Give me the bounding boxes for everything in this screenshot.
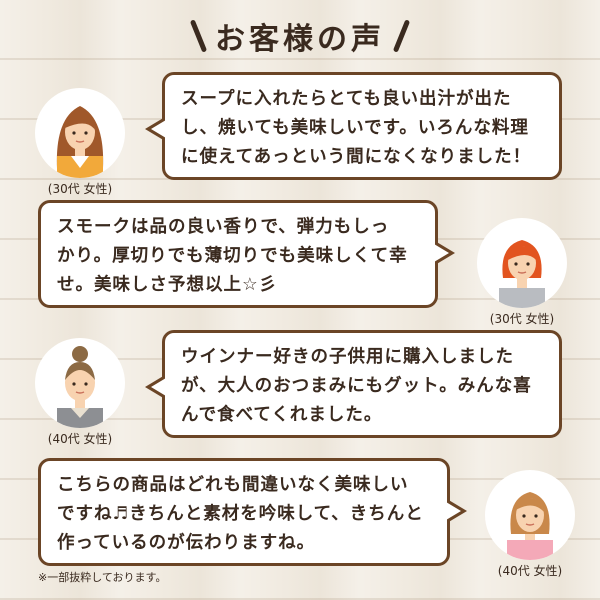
reviewer-4-avatar [485, 470, 575, 560]
footnote: ※一部抜粋しております。 [38, 571, 167, 584]
testimonial-4-line-3: 作っているのが伝わりますね。 [57, 533, 316, 553]
page-title: お客様の声 [0, 14, 600, 58]
testimonial-3-line-1: ウインナー好きの子供用に購入しました [181, 347, 514, 367]
testimonial-bubble-1: スープに入れたらとても良い出汁が出た し、焼いても美味しいです。いろんな料理 に… [145, 72, 562, 180]
reviewer-4-age: (40代 女性) [497, 564, 563, 578]
testimonial-2-line-2: かり。厚切りでも薄切りでも美味しくて幸 [57, 246, 408, 266]
reviewer-3-avatar [35, 338, 125, 428]
reviewer-3-age: (40代 女性) [47, 432, 113, 446]
testimonial-4-line-1: こちらの商品はどれも間違いなく美味しい [57, 475, 409, 495]
title-slash-left [189, 19, 208, 53]
reviewer-2-age: (30代 女性) [489, 312, 555, 326]
title-slash-right [392, 19, 411, 53]
reviewer-2: (30代 女性) [462, 218, 582, 327]
testimonial-2-line-3: せ。美味しさ予想以上☆彡 [57, 275, 278, 295]
reviewer-1-avatar [35, 88, 125, 178]
reviewer-2-avatar [477, 218, 567, 308]
testimonial-2-line-1: スモークは品の良い香りで、弾力もしっ [57, 217, 390, 237]
reviewer-1-age: (30代 女性) [47, 182, 113, 196]
testimonial-bubble-4: こちらの商品はどれも間違いなく美味しい ですね♬きちんと素材を吟味して、きちんと… [38, 458, 467, 566]
reviewer-1: (30代 女性) [20, 88, 140, 197]
testimonial-4-line-2: ですね♬きちんと素材を吟味して、きちんと [57, 504, 424, 524]
testimonial-bubble-2: スモークは品の良い香りで、弾力もしっ かり。厚切りでも薄切りでも美味しくて幸 せ… [38, 200, 455, 308]
testimonial-3-line-3: んで食べてくれました。 [181, 405, 383, 425]
reviewer-4: (40代 女性) [470, 470, 590, 579]
testimonial-1-line-1: スープに入れたらとても良い出汁が出た [181, 89, 512, 109]
testimonial-bubble-3: ウインナー好きの子供用に購入しました が、大人のおつまみにもグット。みんな喜 ん… [145, 330, 562, 438]
testimonial-1-line-2: し、焼いても美味しいです。いろんな料理 [181, 118, 529, 138]
reviewer-3: (40代 女性) [20, 338, 140, 447]
testimonial-3-line-2: が、大人のおつまみにもグット。みんな喜 [181, 376, 532, 396]
testimonial-1-line-3: に使えてあっという間になくなりました！ [181, 147, 532, 167]
